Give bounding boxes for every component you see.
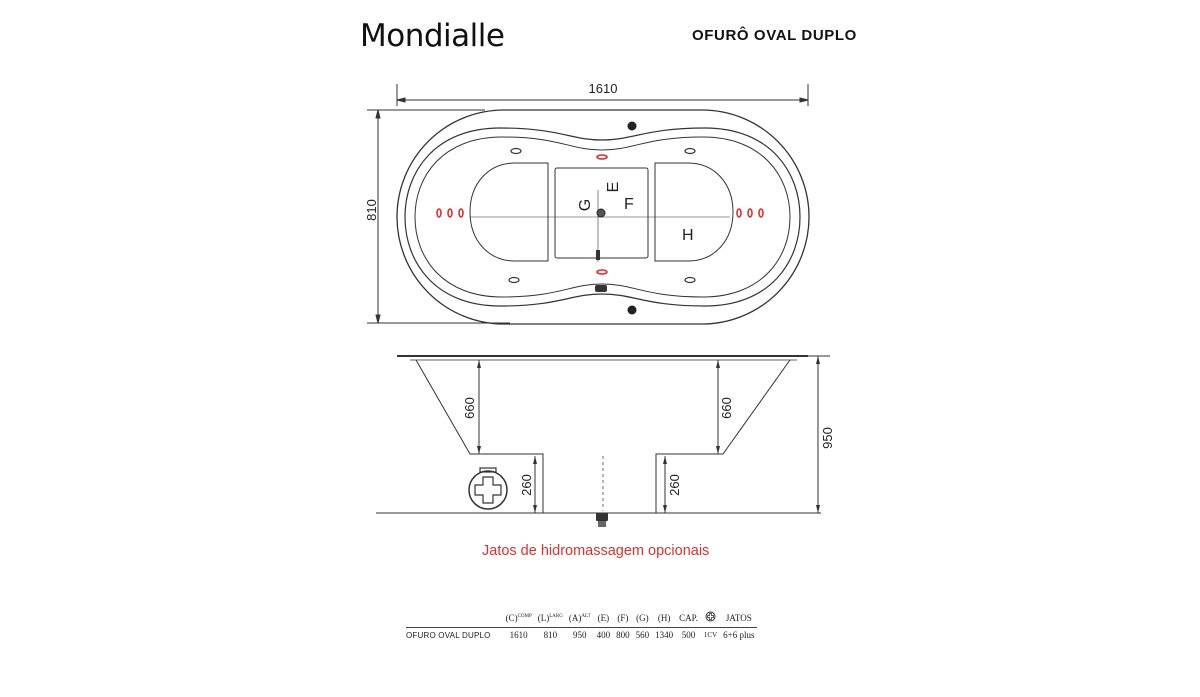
arrow: [816, 505, 820, 513]
drain-valve-icon: [596, 513, 608, 521]
label-660-right: 660: [719, 397, 734, 419]
optional-jet-icon: [747, 208, 753, 218]
spec-table: (C)COMP (L)LARG (A)ALT (E) (F) (G) (H) C…: [406, 611, 758, 640]
tub-left-profile: [415, 359, 544, 513]
depth-dim-label: 810: [364, 199, 379, 221]
spec-header-f: (F): [617, 612, 629, 623]
brand-logo-text: Mondialle: [360, 18, 505, 54]
spec-cell-motor: 1CV: [700, 627, 721, 640]
label-660-left: 660: [462, 397, 477, 419]
tub-basin: [414, 136, 791, 298]
arrow-right: [799, 97, 809, 103]
table-row: OFURO OVAL DUPLO 1610 810 950 400 800 56…: [406, 627, 758, 640]
arrow: [533, 505, 537, 513]
left-seat: [469, 162, 549, 262]
optional-jet-icon: [736, 208, 742, 218]
faucet-hole-icon: [627, 121, 637, 131]
optional-jet-icon: [758, 208, 764, 218]
arrow-top: [375, 109, 381, 119]
label-f: F: [624, 196, 634, 213]
spec-header-cap: CAP.: [679, 612, 698, 623]
spec-cell-e: 400: [593, 627, 614, 640]
label-h: H: [682, 227, 694, 244]
spec-cell-f: 800: [613, 627, 633, 640]
label-g: G: [577, 199, 594, 211]
spec-header-e: (E): [597, 612, 610, 623]
spec-header-h: (H): [657, 612, 671, 623]
arrow: [477, 360, 481, 368]
optional-jet-icon: [596, 154, 608, 160]
spec-header-a: (A)ALT: [568, 612, 591, 623]
motor-icon: [468, 470, 508, 510]
spec-cell-jatos: 6+6 plus: [720, 627, 758, 640]
label-260-right: 260: [667, 474, 682, 496]
tub-inner-rim: [404, 127, 801, 307]
pump-icon: [474, 476, 502, 504]
optional-jets-note: Jatos de hidromassagem opcionais: [482, 543, 710, 559]
faucet-hole-icon: [627, 305, 637, 315]
jet-icon: [684, 276, 696, 284]
tub-outer-rim: [396, 109, 810, 325]
label-260-left: 260: [519, 474, 534, 496]
spec-cell-c: 1610: [502, 627, 535, 640]
label-e: E: [605, 182, 622, 193]
optional-jet-icon: [458, 208, 464, 218]
spec-cell-cap: 500: [676, 627, 701, 640]
arrow: [663, 505, 667, 513]
brand-logo: Mondialle: [360, 18, 505, 54]
spec-header-c: (C)COMP: [505, 612, 532, 623]
spec-cell-g: 560: [632, 627, 653, 640]
arrow: [716, 360, 720, 368]
arrow-bottom: [375, 314, 381, 324]
jet-icon: [510, 147, 522, 155]
right-seat: [654, 162, 734, 262]
arrow: [716, 446, 720, 454]
spec-cell-a: 950: [565, 627, 594, 640]
spec-row-name: OFURO OVAL DUPLO: [406, 627, 503, 640]
product-title: OFURÔ OVAL DUPLO: [692, 27, 857, 44]
arrow: [663, 456, 667, 464]
center-panel: [554, 167, 649, 259]
width-dim-label: 1610: [589, 81, 618, 96]
motor-cap: [479, 467, 497, 473]
tub-right-profile: [655, 359, 791, 513]
spec-cell-h: 1340: [652, 627, 677, 640]
drain-icon: [596, 208, 606, 218]
drain-valve-base: [598, 521, 606, 527]
optional-jet-icon: [436, 208, 442, 218]
arrow: [533, 456, 537, 464]
spec-cell-l: 810: [534, 627, 566, 640]
spec-header-jatos: JATOS: [725, 612, 752, 623]
spec-header-motor: [701, 611, 720, 628]
spec-header-l: (L)LARG: [537, 612, 563, 623]
spec-header-g: (G): [636, 612, 649, 623]
label-950: 950: [820, 427, 835, 449]
arrow: [477, 446, 481, 454]
motor-icon: [705, 611, 716, 622]
arrow: [816, 356, 820, 364]
spec-header-row: (C)COMP (L)LARG (A)ALT (E) (F) (G) (H) C…: [406, 611, 757, 628]
valve-icon: [596, 250, 600, 260]
spec-header-blank: [406, 611, 503, 628]
optional-jet-icon: [447, 208, 453, 218]
arrow-left: [396, 97, 406, 103]
jet-icon: [508, 276, 520, 284]
overflow-icon: [595, 285, 607, 292]
optional-jet-icon: [596, 269, 608, 275]
jet-icon: [684, 147, 696, 155]
